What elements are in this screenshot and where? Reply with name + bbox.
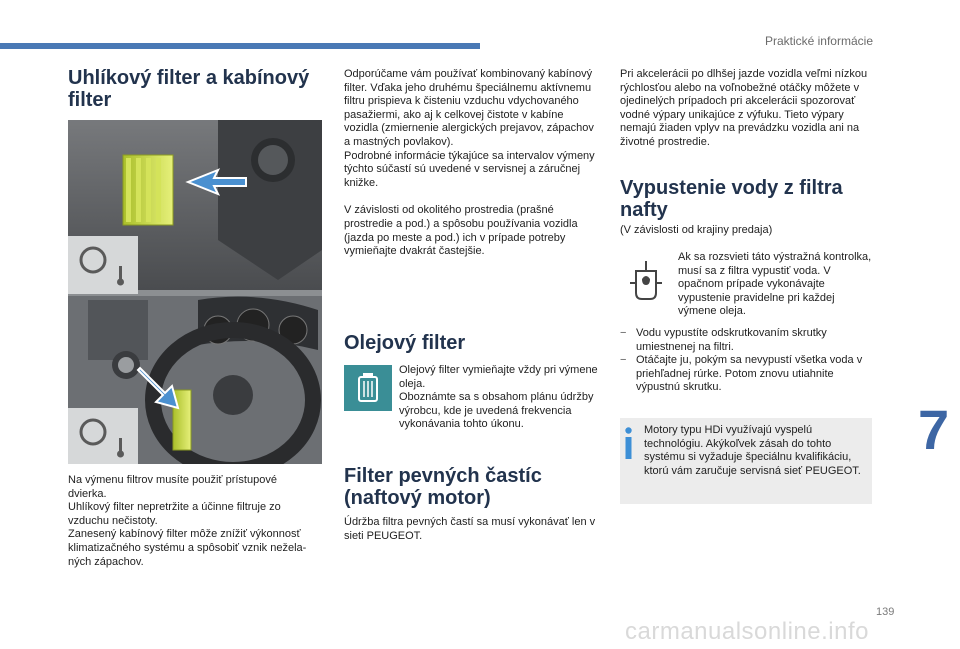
section-header: Praktické informácie bbox=[764, 34, 873, 48]
particle-filter-text: Údržba filtra pevných častí sa musí vyko… bbox=[344, 516, 596, 542]
column-1-caption: Na výmenu filtrov musíte použiť prístupo… bbox=[68, 474, 318, 569]
temperature-icon bbox=[117, 266, 124, 458]
info-box: Motory typu HDi využívajú vyspelú techno… bbox=[620, 418, 872, 504]
oil-filter-text: Olejový filter vymieňajte vždy pri výmen… bbox=[399, 364, 598, 431]
caption-paragraph: Uhlíkový filter nepretržite a účinne fil… bbox=[68, 501, 281, 527]
column-2-intro: Odporúčame vám používať kombinovaný kabí… bbox=[344, 68, 596, 259]
intro-paragraph: Podrobné informácie týkajúce sa interval… bbox=[344, 149, 595, 189]
warning-light-text: Ak sa rozsvieti táto výstražná kontrolka… bbox=[678, 251, 872, 318]
vapour-paragraph: Pri akcelerácii po dlhšej jazde vozidla … bbox=[620, 68, 868, 148]
dashboard-illustration bbox=[68, 120, 322, 464]
page-number: 139 bbox=[876, 606, 895, 618]
list-item: Vodu vypustíte odskrutkovaním skrutky um… bbox=[620, 327, 875, 354]
list-item: Otáčajte ju, pokým sa nevypustí všetka v… bbox=[620, 354, 875, 395]
info-icon bbox=[625, 427, 632, 459]
top-accent-bar bbox=[0, 43, 480, 49]
car-interior-photo bbox=[68, 120, 322, 464]
water-drain-title: Vypustenie vody z filtra nafty bbox=[620, 177, 843, 221]
steering-wheel-icon bbox=[79, 246, 107, 446]
arrow-icon bbox=[185, 168, 247, 196]
carbon-filter-title: Uhlíkový filter a kabínový filter bbox=[68, 67, 310, 111]
info-text: Motory typu HDi využívajú vyspelú techno… bbox=[644, 424, 861, 477]
cabin-filter-graphic bbox=[122, 154, 174, 226]
particle-filter-title: Filter pevných častíc (naftový motor) bbox=[344, 465, 542, 509]
country-note: (V závislosti od krajiny predaja) bbox=[620, 224, 773, 236]
oil-filter-icon bbox=[344, 365, 392, 411]
drain-steps: Vodu vypustíte odskrutkovaním skrutky um… bbox=[620, 327, 875, 395]
caption-paragraph: Na výmenu filtrov musíte použiť prístupo… bbox=[68, 474, 277, 500]
oil-filter-title: Olejový filter bbox=[344, 332, 466, 354]
intro-paragraph: V závislosti od okolitého prostredia (pr… bbox=[344, 204, 578, 258]
chapter-number: 7 bbox=[918, 398, 950, 461]
column-1: Uhlíkový filter a kabínový filter bbox=[68, 67, 313, 111]
water-in-fuel-icon bbox=[626, 253, 666, 303]
caption-paragraph: Zanesený kabínový filter môže znížiť výk… bbox=[68, 528, 307, 568]
intro-paragraph: Odporúčame vám používať kombinovaný kabí… bbox=[344, 68, 594, 148]
footer-watermark: carmanualsonline.info bbox=[625, 618, 869, 645]
